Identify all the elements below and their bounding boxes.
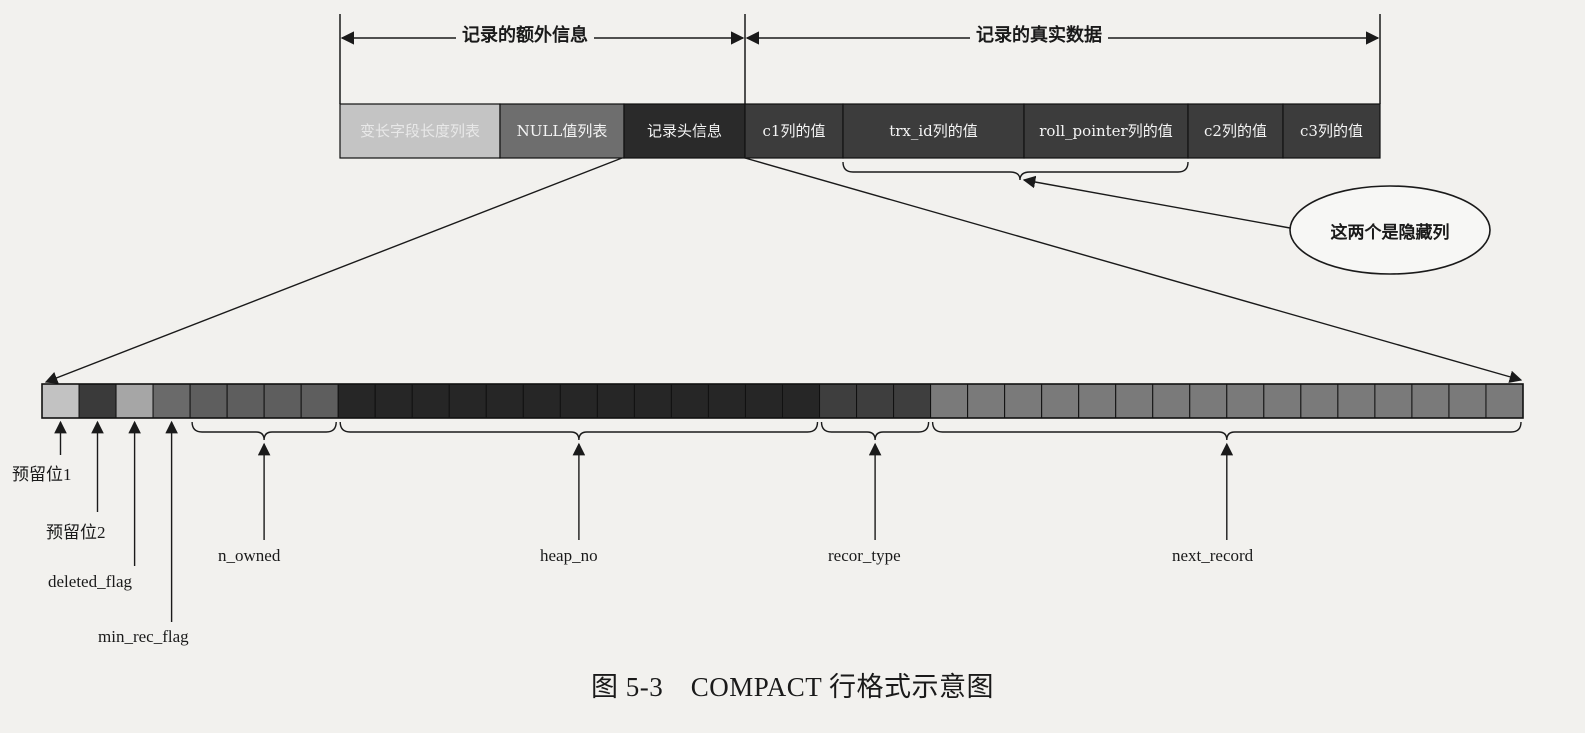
- field-brace: [191, 421, 337, 441]
- bit-cell: [522, 383, 561, 419]
- bit-cell: [263, 383, 302, 419]
- trx-id-cell-label: trx_id列的值: [889, 122, 978, 140]
- c2-cell: [1187, 103, 1284, 159]
- bit-cell: [856, 383, 895, 419]
- row-cells: [339, 103, 1381, 159]
- callout-arrow: [1022, 175, 1291, 229]
- null-list-cell: [499, 103, 625, 159]
- bit-cell: [1411, 383, 1450, 419]
- bit-cell: [337, 383, 376, 419]
- bit-cell: [744, 383, 783, 419]
- c1-cell-label: c1列的值: [762, 122, 826, 140]
- bit-cell: [300, 383, 339, 419]
- callout-bubble: [1289, 185, 1491, 275]
- bit-cell: [1263, 383, 1302, 419]
- bit-cell: [411, 383, 450, 419]
- record-header-cell-label: 记录头信息: [646, 122, 722, 140]
- bit-cell: [1078, 383, 1117, 419]
- bit-cell: [1152, 383, 1191, 419]
- bit-cell: [1115, 383, 1154, 419]
- bit-cell: [1041, 383, 1080, 419]
- roll-pointer-cell: [1023, 103, 1189, 159]
- var-len-list-cell-label: 变长字段长度列表: [359, 122, 480, 140]
- bit-cell: [1226, 383, 1265, 419]
- extra-info-span-label: 记录的额外信息: [456, 24, 594, 48]
- field-brace: [339, 421, 819, 441]
- bit-cell: [226, 383, 265, 419]
- bit-cell: [485, 383, 524, 419]
- bit-strip-outline: [41, 383, 1524, 419]
- figure-caption: 图 5-3 COMPACT 行格式示意图: [590, 672, 995, 702]
- c3-cell: [1282, 103, 1381, 159]
- bit-cell: [930, 383, 969, 419]
- bit-cell: [115, 383, 154, 419]
- bit-cell: [782, 383, 821, 419]
- bit-cell: [1374, 383, 1413, 419]
- field-label-heap-no: heap_no: [540, 546, 598, 565]
- bit-cell: [1448, 383, 1487, 419]
- bit-cell: [559, 383, 598, 419]
- field-label-reserved1: 预留位1: [12, 465, 72, 484]
- roll-pointer-cell-label: roll_pointer列的值: [1039, 122, 1173, 140]
- c2-cell-label: c2列的值: [1204, 122, 1267, 140]
- field-label-next-record: next_record: [1172, 546, 1254, 565]
- bit-cell: [448, 383, 487, 419]
- header-bit-strip: [41, 383, 1524, 419]
- bit-cell: [78, 383, 117, 419]
- bit-cell: [1300, 383, 1339, 419]
- bit-cell: [152, 383, 191, 419]
- bit-cell: [374, 383, 413, 419]
- bit-cell: [670, 383, 709, 419]
- field-label-deleted-flag: deleted_flag: [48, 572, 133, 591]
- bit-cell: [189, 383, 228, 419]
- bit-cell: [1337, 383, 1376, 419]
- c3-cell-label: c3列的值: [1300, 122, 1363, 140]
- field-label-recor-type: recor_type: [828, 546, 901, 565]
- bit-cell: [967, 383, 1006, 419]
- expand-line-left: [44, 157, 623, 384]
- hidden-columns-brace: [842, 161, 1189, 181]
- bit-cell: [633, 383, 672, 419]
- var-len-list-cell: [339, 103, 501, 159]
- field-brace: [820, 421, 930, 441]
- bit-cell: [1004, 383, 1043, 419]
- bit-cell: [819, 383, 858, 419]
- null-list-cell-label: NULL值列表: [516, 122, 608, 140]
- field-brace: [931, 421, 1522, 441]
- hidden-columns-note: 这两个是隐藏列: [1330, 223, 1450, 243]
- bit-cell: [41, 383, 80, 419]
- real-data-span-label: 记录的真实数据: [970, 24, 1108, 48]
- bit-cell: [596, 383, 635, 419]
- bit-cell: [1485, 383, 1524, 419]
- trx-id-cell: [842, 103, 1025, 159]
- bit-cell: [1189, 383, 1228, 419]
- record-header-cell: [623, 103, 746, 159]
- bit-cell: [893, 383, 932, 419]
- field-label-min-rec-flag: min_rec_flag: [98, 627, 189, 646]
- field-label-n-owned: n_owned: [218, 546, 281, 565]
- expand-line-right: [744, 157, 1523, 383]
- header-field-braces: [54, 420, 1522, 622]
- bit-cell: [707, 383, 746, 419]
- field-label-reserved2: 预留位2: [46, 523, 106, 542]
